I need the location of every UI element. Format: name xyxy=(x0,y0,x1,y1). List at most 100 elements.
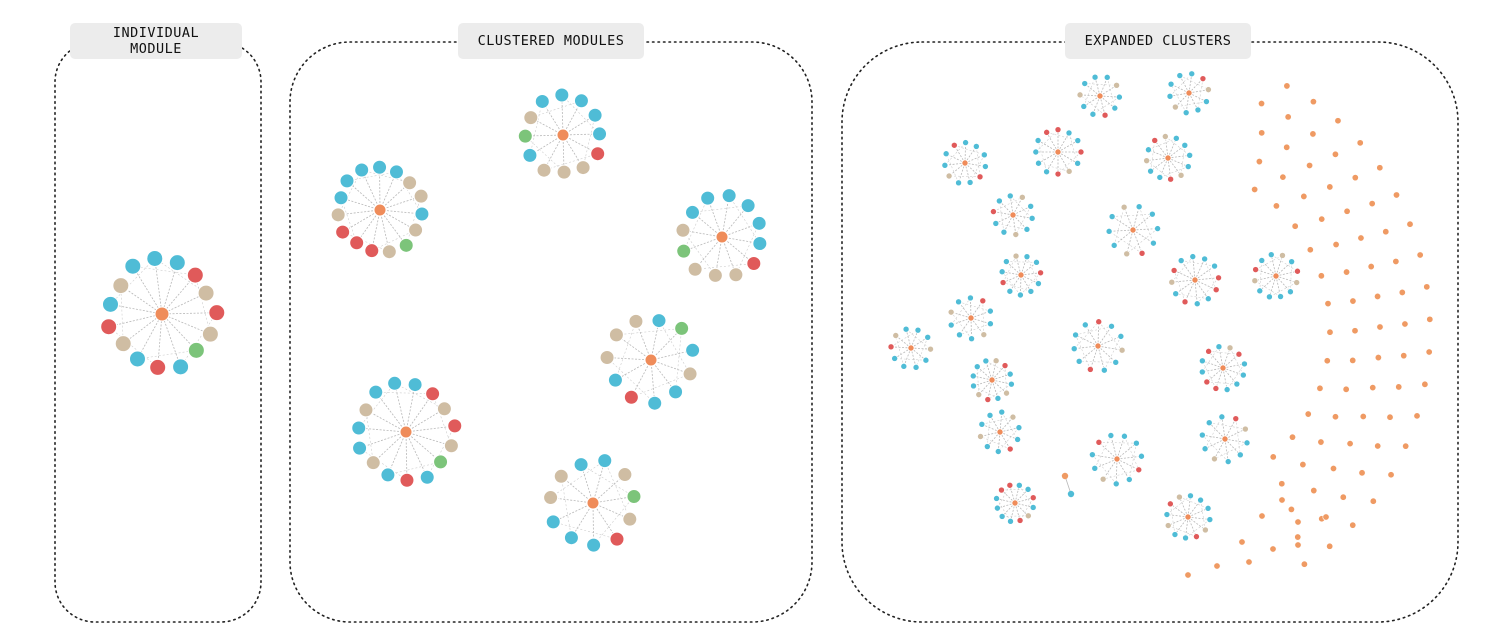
graph-node xyxy=(413,188,429,204)
graph-node xyxy=(201,325,219,343)
graph-node xyxy=(945,172,953,180)
orange-node xyxy=(1272,202,1280,210)
graph-edge xyxy=(1112,213,1153,217)
graph-edge xyxy=(950,311,972,339)
graph-edge xyxy=(1202,360,1217,389)
graph-edge xyxy=(396,171,423,215)
orange-node xyxy=(1402,442,1410,450)
graph-edge xyxy=(1020,272,1041,296)
graph-edge xyxy=(405,431,408,481)
graph-node xyxy=(1089,110,1097,118)
graph-edge xyxy=(954,144,985,156)
graph-edge xyxy=(1035,129,1059,153)
graph-edge xyxy=(1269,282,1297,298)
orange-node xyxy=(1284,113,1292,121)
graph-edge xyxy=(1132,229,1154,244)
graph-edge xyxy=(405,431,428,478)
graph-node xyxy=(676,243,692,259)
graph-node xyxy=(128,350,146,368)
graph-edge xyxy=(161,313,197,351)
graph-edge xyxy=(1208,351,1239,355)
graph-node xyxy=(330,207,346,223)
hub-node xyxy=(1272,272,1280,280)
graph-node xyxy=(349,235,365,251)
graph-node xyxy=(1199,368,1206,376)
graph-edge xyxy=(1097,345,1117,363)
graph-edge xyxy=(997,485,1011,509)
graph-edge xyxy=(1113,229,1134,246)
graph-edge xyxy=(1132,206,1140,231)
graph-node xyxy=(1034,137,1042,144)
graph-node xyxy=(1181,298,1189,306)
graph-edge xyxy=(631,373,691,398)
graph-node xyxy=(994,395,1002,402)
orange-node xyxy=(1294,541,1302,549)
graph-edge xyxy=(1165,136,1190,156)
panel-frame-individual xyxy=(54,41,262,623)
graph-edge xyxy=(735,223,760,275)
graph-edge xyxy=(982,300,985,335)
orange-node xyxy=(1334,117,1342,125)
graph-node xyxy=(617,467,633,483)
graph-node xyxy=(1151,137,1159,144)
graph-edge xyxy=(993,197,1023,212)
graph-node xyxy=(623,389,639,405)
graph-node xyxy=(599,350,615,366)
graph-node xyxy=(1223,386,1231,393)
graph-node xyxy=(1226,344,1234,352)
graph-edge xyxy=(1116,458,1139,471)
graph-edge xyxy=(1184,279,1196,302)
graph-node xyxy=(1177,172,1185,179)
graph-edge xyxy=(1015,206,1031,235)
graph-edge xyxy=(132,265,163,315)
orange-node xyxy=(1406,220,1414,228)
graph-node xyxy=(998,268,1006,276)
graph-node xyxy=(1019,194,1026,201)
graph-node xyxy=(1112,480,1120,488)
graph-node xyxy=(947,321,955,329)
graph-edge xyxy=(1098,442,1118,460)
graph-node xyxy=(447,418,463,434)
graph-node xyxy=(101,295,119,313)
hub-node xyxy=(154,306,170,322)
graph-node xyxy=(1182,109,1190,116)
graph-edge xyxy=(1192,256,1196,281)
hub-node xyxy=(1164,154,1172,162)
graph-node xyxy=(1091,73,1099,81)
orange-node xyxy=(1283,143,1291,151)
graph-node xyxy=(124,257,142,275)
graph-edge xyxy=(1019,497,1034,521)
graph-edge xyxy=(1148,138,1177,151)
hub-node xyxy=(399,425,413,439)
graph-node xyxy=(1163,511,1171,518)
graph-edge xyxy=(1208,422,1226,440)
graph-node xyxy=(1170,267,1178,274)
graph-node xyxy=(1251,277,1259,284)
graph-node xyxy=(1012,252,1020,260)
graph-edge xyxy=(1002,515,1029,517)
graph-node xyxy=(1193,300,1201,308)
graph-edge xyxy=(530,117,564,136)
graph-node xyxy=(1076,91,1084,99)
graph-node xyxy=(1035,280,1042,287)
graph-node xyxy=(387,375,403,391)
graph-edge xyxy=(529,101,543,156)
graph-node xyxy=(1120,203,1128,211)
graph-edge xyxy=(1057,151,1078,164)
graph-node xyxy=(1089,451,1096,458)
graph-node xyxy=(1147,167,1154,175)
graph-edge xyxy=(1224,438,1248,444)
graph-node xyxy=(1218,413,1226,421)
graph-edge xyxy=(1098,441,1137,444)
graph-edge xyxy=(1037,140,1059,153)
orange-node xyxy=(1309,130,1317,138)
graph-edge xyxy=(728,195,761,244)
graph-edge xyxy=(1108,231,1143,254)
graph-edge xyxy=(1097,345,1105,371)
graph-node xyxy=(721,188,737,204)
graph-edge xyxy=(969,154,985,183)
graph-node xyxy=(1212,286,1220,294)
graph-node xyxy=(1243,439,1251,447)
graph-edge xyxy=(1150,140,1156,172)
graph-edge xyxy=(358,427,407,433)
